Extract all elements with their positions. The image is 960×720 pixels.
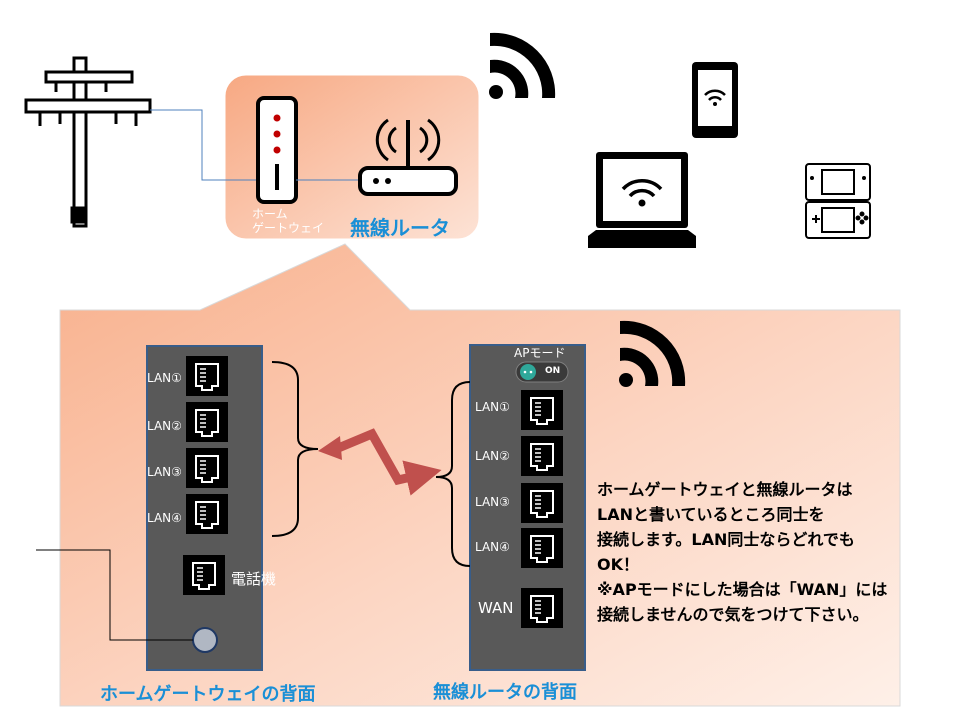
router-port-label: LAN④ xyxy=(475,540,510,554)
external-cable xyxy=(36,549,193,641)
ethernet-port-icon xyxy=(521,483,563,523)
laptop-icon xyxy=(588,152,696,248)
router-label: 無線ルータ xyxy=(350,216,450,240)
gateway-port-label: LAN④ xyxy=(147,511,182,525)
phone-port-label: 電話機 xyxy=(231,570,277,588)
gateway-lan-port-icons xyxy=(183,356,228,595)
ap-mode-toggle[interactable] xyxy=(515,361,569,383)
gateway-coax-port-icon xyxy=(192,627,218,653)
router-lan-port-icons xyxy=(521,390,563,628)
gateway-port-label: LAN① xyxy=(147,371,182,385)
game-console-icon xyxy=(805,163,871,239)
ethernet-port-icon xyxy=(186,356,228,396)
router-device-icon xyxy=(358,118,458,196)
ethernet-port-icon xyxy=(521,390,563,430)
ethernet-port-icon xyxy=(186,494,228,534)
gateway-lan-brace xyxy=(271,361,319,537)
ethernet-port-icon xyxy=(521,528,563,568)
ethernet-port-icon xyxy=(186,402,228,442)
ap-mode-label: APモード xyxy=(514,346,566,360)
gateway-label: ホーム ゲートウェイ xyxy=(252,207,324,235)
note-line: LANと書いているところ同士を xyxy=(597,505,825,524)
note-line: 接続します。LAN同士ならどれでも xyxy=(597,530,855,549)
toggle-on-label: ON xyxy=(545,366,561,376)
note-line: ホームゲートウェイと無線ルータは xyxy=(597,480,853,499)
ethernet-port-icon xyxy=(521,436,563,476)
router-wifi-signal-icon xyxy=(619,320,686,387)
note-line: ※APモードにした場合は「WAN」には xyxy=(597,580,888,599)
ethernet-port-icon xyxy=(186,448,228,488)
utility-pole-icon xyxy=(24,56,152,228)
gateway-label-line2: ゲートウェイ xyxy=(252,221,325,235)
phone-port-icon xyxy=(183,555,225,595)
smartphone-icon xyxy=(692,62,738,138)
gateway-back-caption: ホームゲートウェイの背面 xyxy=(100,684,316,705)
wan-port-label: WAN xyxy=(478,599,514,617)
note-line: 接続しませんので気をつけて下さい。 xyxy=(597,605,869,624)
instruction-note: ホームゲートウェイと無線ルータは LANと書いているところ同士を 接続します。L… xyxy=(597,477,897,627)
router-port-label: LAN② xyxy=(475,449,510,463)
gateway-label-line1: ホーム xyxy=(252,207,288,221)
gateway-port-label: LAN③ xyxy=(147,465,182,479)
wifi-signal-icon xyxy=(489,32,556,99)
connect-arrow xyxy=(318,428,442,496)
router-port-label: LAN③ xyxy=(475,495,510,509)
router-back-caption: 無線ルータの背面 xyxy=(433,682,577,703)
note-line: OK！ xyxy=(597,555,640,574)
gateway-device-icon xyxy=(256,96,298,204)
wan-port-icon xyxy=(521,588,563,628)
gateway-port-label: LAN② xyxy=(147,419,182,433)
router-port-label: LAN① xyxy=(475,400,510,414)
pole-to-gateway-cable xyxy=(150,109,270,181)
